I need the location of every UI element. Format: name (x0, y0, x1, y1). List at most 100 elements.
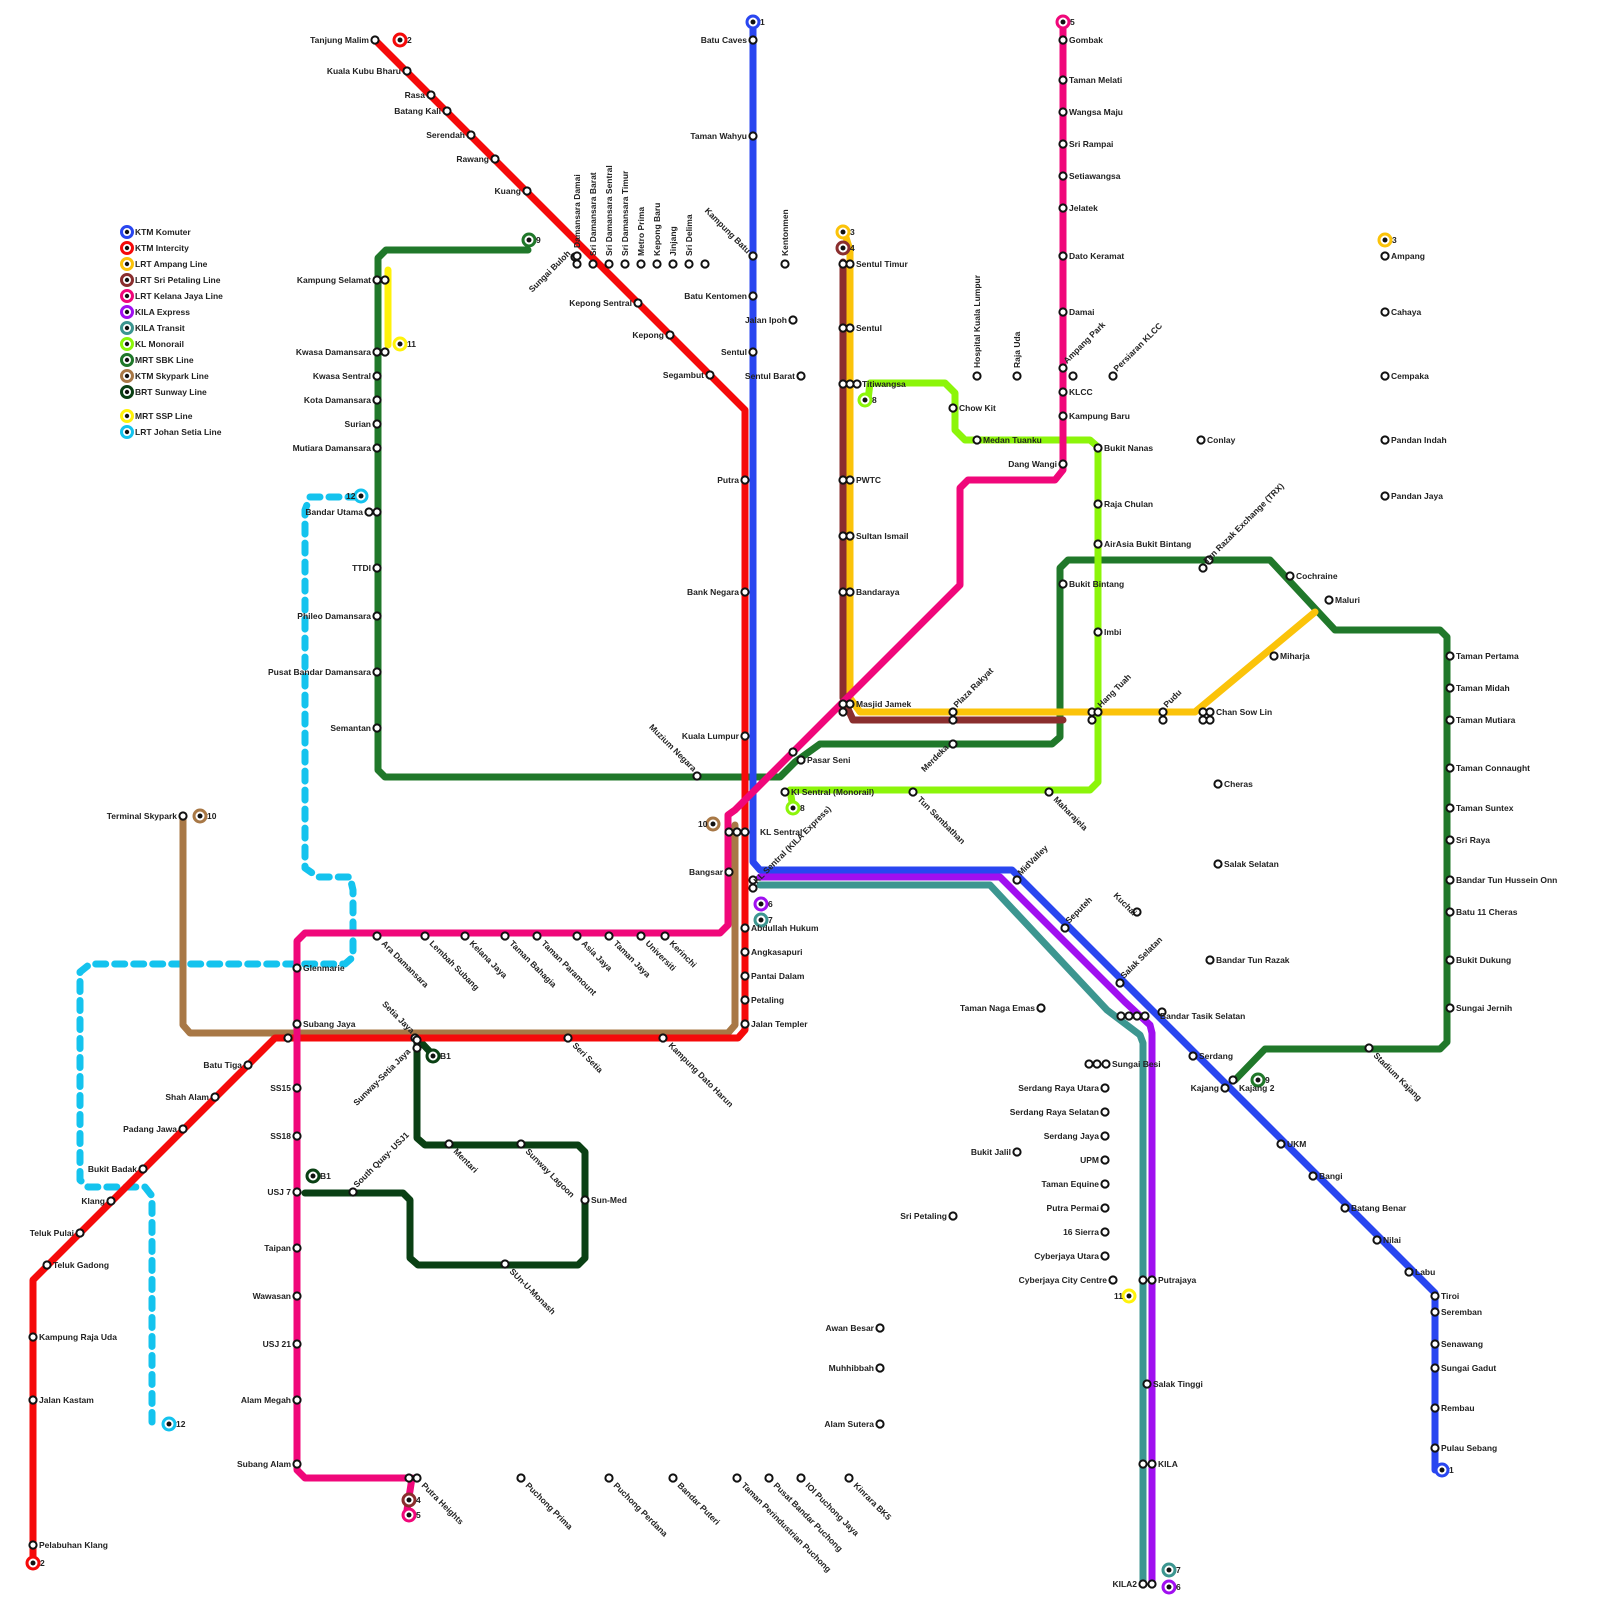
station-label: Bukit Bintang (1069, 579, 1124, 589)
station-label: Taman Midah (1456, 683, 1510, 693)
station-label: Sultan Ismail (856, 531, 908, 541)
station-label: SS18 (270, 1131, 291, 1141)
station-label: Kepong (632, 330, 664, 340)
station-label: Kuang (495, 186, 521, 196)
station-label: KLCC (1069, 387, 1093, 397)
station-label: Seremban (1441, 1307, 1482, 1317)
svg-text:11: 11 (407, 339, 416, 349)
station-label: 16 Sierra (1063, 1227, 1099, 1237)
line-brt (305, 1038, 585, 1265)
station-label: Bukit Badak (88, 1164, 137, 1174)
legend-item-ktm-skypark: KTM Skypark Line (135, 371, 209, 381)
station-label: Salak Tinggi (1153, 1379, 1203, 1389)
station-label: Glenmarie (303, 963, 345, 973)
terminal-ssp-a: 11 (394, 338, 416, 350)
legend-item-lrt-kelana-jaya: LRT Kelana Jaya Line (135, 291, 223, 301)
station-label: Medan Tuanku (983, 435, 1042, 445)
station-label: Jalan Kastam (39, 1395, 94, 1405)
station-label: USJ 21 (263, 1339, 292, 1349)
svg-text:2: 2 (407, 35, 412, 45)
station-label: AirAsia Bukit Bintang (1104, 539, 1191, 549)
station-label: Hospital Kuala Lumpur (972, 274, 982, 368)
station-label: Taman Naga Emas (960, 1003, 1035, 1013)
station-label: Surian (345, 419, 371, 429)
svg-text:3: 3 (850, 227, 855, 237)
station-label: Batu Tiga (203, 1060, 242, 1070)
station-label: PWTC (856, 475, 881, 485)
station-label: Sentul (856, 323, 882, 333)
station-label: Kajang (1191, 1083, 1219, 1093)
terminal-brt-a: B1 (427, 1050, 451, 1062)
svg-text:B1: B1 (440, 1051, 451, 1061)
station-label: Batu Caves (701, 35, 748, 45)
station-label: Stadium Kajang (1372, 1050, 1424, 1102)
station-label: Kepong Baru (652, 203, 662, 256)
svg-text:2: 2 (40, 1558, 45, 1568)
station-label: Taipan (264, 1243, 291, 1253)
station-label: Petaling (751, 995, 784, 1005)
station-label: South Quay- USJ1 (351, 1130, 411, 1190)
station-label: Kentonmen (780, 209, 790, 256)
terminal-komuter-top: 1 (747, 16, 765, 28)
svg-text:6: 6 (1176, 1582, 1181, 1592)
station-label: Bangsar (689, 867, 724, 877)
terminal-ampang-a: 3 (837, 226, 855, 238)
station-label: Sunway-Setia Jaya (351, 1046, 412, 1107)
svg-text:9: 9 (536, 235, 541, 245)
terminal-intercity-bottom: 2 (27, 1557, 45, 1569)
station-label: Ampang Park (1061, 319, 1107, 365)
svg-text:4: 4 (850, 243, 855, 253)
station-label: Serdang Raya Utara (1018, 1083, 1099, 1093)
station-label: Teluk Pulai (30, 1228, 74, 1238)
legend-item-kila-transit: KILA Transit (135, 323, 185, 333)
station-label: Teluk Gadong (53, 1260, 109, 1270)
station-label: Taman Connaught (1456, 763, 1530, 773)
svg-text:11: 11 (1114, 1291, 1123, 1301)
station-label: Senawang (1441, 1339, 1483, 1349)
station-label: Titiwangsa (862, 379, 906, 389)
terminal-kila-express-a: 6 (755, 898, 773, 910)
station-label: Angkasapuri (751, 947, 803, 957)
station-label: Salak Selatan (1224, 859, 1279, 869)
station-label: Jalan Templer (751, 1019, 808, 1029)
station-label: Sungai Buloh (527, 248, 573, 294)
terminal-sri-petaling-a: 4 (837, 242, 855, 254)
station-label: Persiaran KLCC (1111, 321, 1164, 374)
station-label: Alam Megah (241, 1395, 291, 1405)
station-label: Cheras (1224, 779, 1253, 789)
station-label: Pusat Bandar Damansara (268, 667, 371, 677)
station-label: Sentul Barat (745, 371, 795, 381)
station-label: Taman Mutiara (1456, 715, 1516, 725)
station-label: Sri Damansara Timur (620, 170, 630, 256)
line-skypark (183, 818, 735, 1033)
terminal-intercity-top: 2 (394, 34, 412, 46)
station-label: Pasar Seni (807, 755, 850, 765)
svg-text:10: 10 (207, 811, 217, 821)
line-johan-setia (80, 497, 358, 1422)
station-label: Kepong Sentral (569, 298, 632, 308)
station-label: Rawang (456, 154, 489, 164)
svg-text:5: 5 (1070, 17, 1075, 27)
station-label: Kampung Baru (1069, 411, 1130, 421)
station-label: Bandar Tun Razak (1216, 955, 1290, 965)
station-label: Chow Kit (959, 403, 996, 413)
station-label: Putra (717, 475, 739, 485)
legend: KTM Komuter KTM Intercity LRT Ampang Lin… (122, 227, 224, 438)
svg-text:8: 8 (800, 803, 805, 813)
svg-text:7: 7 (1176, 1565, 1181, 1575)
terminal-sbk-a: 9 (523, 234, 541, 246)
station-label: Pudu (1161, 687, 1183, 709)
terminal-ssp-b: 11 (1114, 1290, 1135, 1302)
station-label: Sri Damansara Sentral (604, 165, 614, 256)
station-label: Nilai (1383, 1235, 1401, 1245)
station-label: Cochraine (1296, 571, 1338, 581)
svg-text:3: 3 (1392, 235, 1397, 245)
station-label: Bukit Dukung (1456, 955, 1511, 965)
station-label: Wangsa Maju (1069, 107, 1123, 117)
station-label: Plaza Rakyat (951, 665, 995, 709)
terminal-skypark-b: 10 (698, 818, 719, 830)
station-label: Cyberjaya City Centre (1019, 1275, 1108, 1285)
station-label: Imbi (1104, 627, 1121, 637)
station-label: Shah Alam (165, 1092, 209, 1102)
